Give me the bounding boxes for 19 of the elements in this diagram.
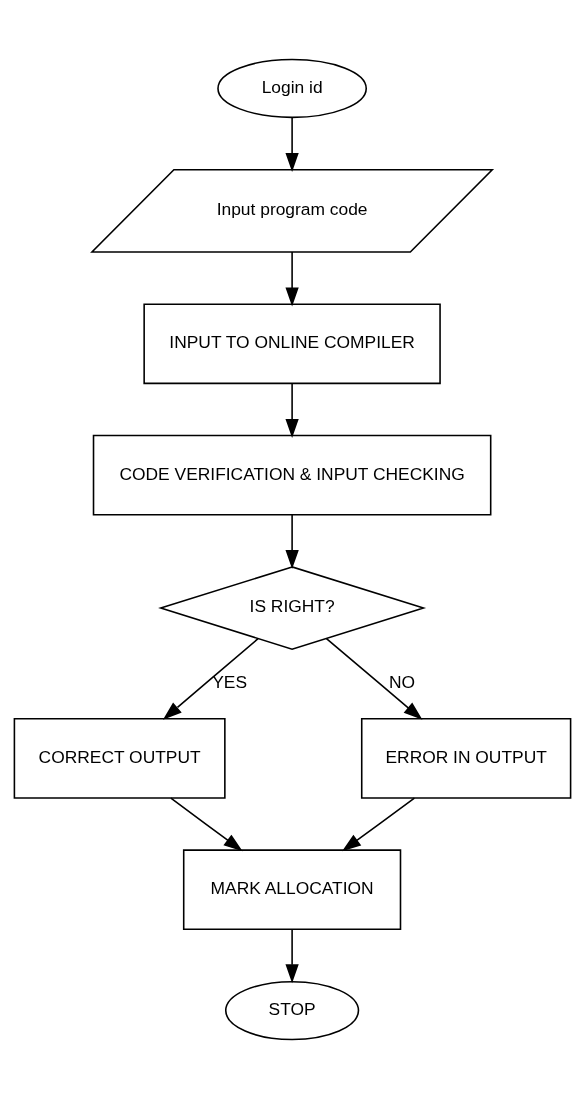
arrow — [285, 928, 299, 983]
node-box: CORRECT OUTPUT — [13, 717, 226, 799]
arrow — [285, 116, 299, 172]
node-ellipse: Login id — [217, 58, 367, 118]
arrow — [325, 637, 423, 720]
arrow — [170, 796, 243, 851]
arrow — [285, 513, 299, 569]
edge-label: YES — [212, 671, 248, 692]
edge-label: NO — [389, 671, 416, 692]
arrow — [285, 382, 299, 438]
node-box: MARK ALLOCATION — [182, 848, 402, 930]
node-box: ERROR IN OUTPUT — [360, 717, 572, 799]
arrow — [162, 637, 259, 720]
node-ellipse: STOP — [224, 980, 360, 1040]
node-box: INPUT TO ONLINE COMPILER — [143, 302, 441, 384]
node-box: CODE VERIFICATION & INPUT CHECKING — [92, 434, 492, 515]
arrow — [342, 796, 416, 851]
arrow — [285, 250, 299, 307]
node-diamond: IS RIGHT? — [158, 565, 427, 650]
